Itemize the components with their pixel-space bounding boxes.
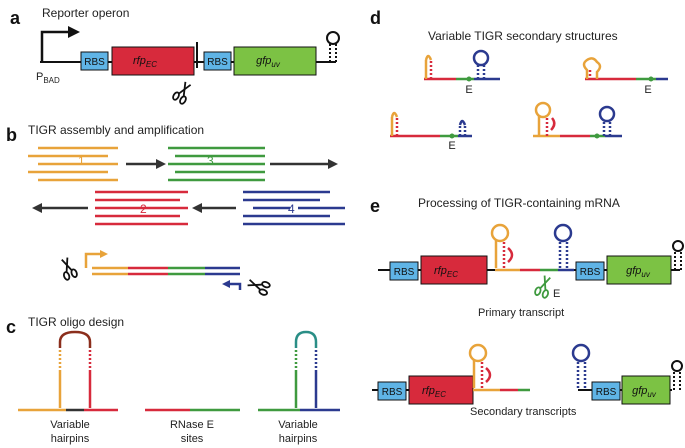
scissors-icon (172, 81, 192, 105)
site-label-e-2: E (644, 84, 651, 96)
caption-hairpins-left: hairpins (51, 433, 90, 445)
oligo-group-3 (168, 146, 265, 182)
rbs-label-2: RBS (207, 57, 228, 68)
oligo-number-3: 3 (207, 154, 214, 168)
site-label-e: E (465, 84, 472, 96)
scissors-icon (247, 279, 271, 296)
panel-label-c: c (6, 317, 16, 337)
caption-variable-hairpins-right: Variable (278, 419, 318, 431)
arrow-left-icon (32, 203, 236, 213)
caption-hairpins-right: hairpins (279, 433, 318, 445)
gfp-label: gfpuv (256, 55, 281, 69)
rfp-label-e1: rfpEC (434, 265, 458, 279)
tigr-structure-3 (390, 111, 472, 139)
tigr-structure-2 (582, 57, 668, 82)
promoter-label: PBAD (36, 71, 60, 85)
panel-label-d: d (370, 8, 381, 28)
scissors-icon (534, 275, 551, 299)
oligo-number-1: 1 (78, 154, 85, 168)
secondary-transcripts-label: Secondary transcripts (470, 406, 577, 418)
rbs-label-e1: RBS (394, 267, 415, 278)
site-label-e-primary: E (553, 288, 560, 300)
terminator-icon (326, 31, 340, 62)
rbs-label-e3: RBS (382, 387, 403, 398)
oligo-group-4 (243, 190, 345, 226)
panel-d-title: Variable TIGR secondary structures (428, 29, 618, 43)
caption-sites: sites (181, 433, 204, 445)
secondary-transcript-2: RBS gfpuv (571, 343, 683, 405)
terminator-icon (672, 240, 684, 270)
arrow-right-icon (126, 159, 338, 169)
oligo-number-4: 4 (288, 202, 295, 216)
site-label-e-3: E (448, 140, 455, 152)
panel-e-title: Processing of TIGR-containing mRNA (418, 196, 620, 210)
rbs-label-e4: RBS (596, 387, 617, 398)
amplified-product (84, 250, 242, 290)
oligo-group-2 (95, 190, 188, 226)
oligo-number-2: 2 (140, 202, 147, 216)
oligo-hairpin-right (258, 330, 340, 412)
caption-variable-hairpins-left: Variable (50, 419, 90, 431)
panel-a-title: Reporter operon (42, 6, 129, 20)
panel-b-title: TIGR assembly and amplification (28, 123, 204, 137)
caption-rnase-e: RNase E (170, 419, 214, 431)
rbs-label: RBS (84, 57, 105, 68)
panel-label-e: e (370, 196, 380, 216)
panel-label-a: a (10, 8, 21, 28)
rfp-label-e2: rfpEC (422, 385, 446, 399)
tigr-structure-1 (424, 49, 500, 82)
primary-transcript: RBS rfpEC RBS gfpuv E (378, 223, 684, 300)
gfp-label-e1: gfpuv (626, 265, 651, 279)
terminator-icon (671, 360, 683, 390)
tigr-structure-4 (533, 101, 622, 139)
reporter-operon: PBAD RBS rfpEC RBS gfpuv (36, 26, 340, 105)
oligo-group-1 (28, 146, 118, 182)
scissors-icon (61, 257, 78, 281)
secondary-transcript-1: RBS rfpEC (372, 343, 530, 405)
primary-transcript-label: Primary transcript (478, 307, 564, 319)
panel-c-title: TIGR oligo design (28, 315, 124, 329)
promoter-arrow-icon (40, 30, 70, 62)
rbs-label-e2: RBS (580, 267, 601, 278)
oligo-hairpin-left (18, 330, 118, 412)
panel-label-b: b (6, 125, 17, 145)
rfp-label: rfpEC (133, 55, 157, 69)
gfp-label-e2: gfpuv (632, 385, 657, 399)
